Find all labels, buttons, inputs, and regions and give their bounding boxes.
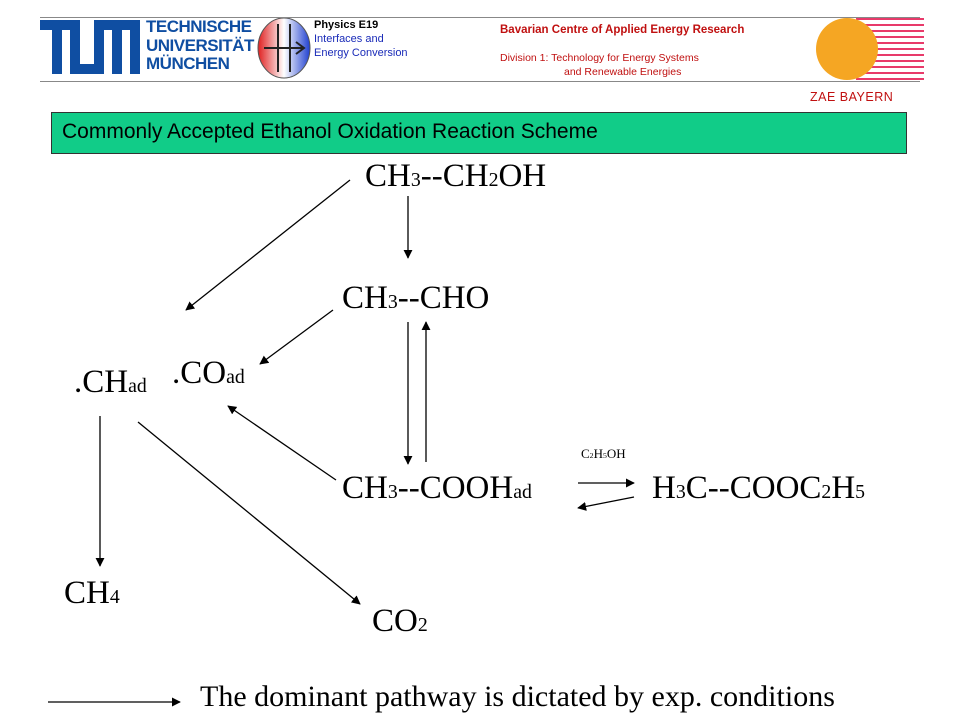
physics-title: Physics E19 <box>314 19 379 31</box>
species-methane: CH4 <box>64 575 120 611</box>
physics-line: Interfaces and <box>314 33 384 45</box>
species-ethyl-acetate: H3C--COOC2H5 <box>652 470 866 506</box>
species-acetaldehyde: CH3--CHO <box>342 280 490 316</box>
tum-line: TECHNISCHE <box>146 17 252 36</box>
species-co2: CO2 <box>372 603 428 639</box>
zae-sun-logo-icon <box>816 18 924 80</box>
slide-title: Commonly Accepted Ethanol Oxidation Reac… <box>62 120 598 143</box>
footer-note: The dominant pathway is dictated by exp.… <box>200 680 835 713</box>
zae-title: Bavarian Centre of Applied Energy Resear… <box>500 24 745 36</box>
physics-e19-logo-icon <box>257 17 311 79</box>
tum-line: MÜNCHEN <box>146 54 230 73</box>
header-bottom-rule <box>40 81 920 82</box>
reagent-ethanol-label: C2H5OH <box>581 446 626 461</box>
zae-division: Division 1: Technology for Energy System… <box>500 51 699 79</box>
tum-logo-icon <box>40 20 140 74</box>
header-top-rule <box>40 17 920 18</box>
arrow-chad-to-co2 <box>137 421 361 605</box>
species-acetic-acid-ad: CH3--COOHad <box>342 470 532 506</box>
arrow-ester-to-acetic <box>577 496 635 511</box>
arrow-ethanol-to-chad <box>185 179 351 311</box>
species-ethanol: CH3--CH2OH <box>365 158 547 194</box>
species-ch-ad: .CHad <box>74 364 147 400</box>
arrow-acetic-to-coad <box>227 405 337 481</box>
arrow-acetaldehyde-to-coad <box>259 309 334 365</box>
species-co-ad: .COad <box>172 355 245 391</box>
physics-line: Energy Conversion <box>314 47 408 59</box>
tum-wordmark: TECHNISCHE UNIVERSITÄT MÜNCHEN <box>146 17 254 74</box>
zae-division-line: and Renewable Energies <box>564 66 682 78</box>
zae-division-line: Division 1: Technology for Energy System… <box>500 52 699 64</box>
slide-title-bar <box>51 112 907 154</box>
tum-line: UNIVERSITÄT <box>146 35 254 55</box>
physics-e19-label: Physics E19 Interfaces and Energy Conver… <box>314 18 408 60</box>
zae-bayern-label: ZAE BAYERN <box>810 90 894 104</box>
